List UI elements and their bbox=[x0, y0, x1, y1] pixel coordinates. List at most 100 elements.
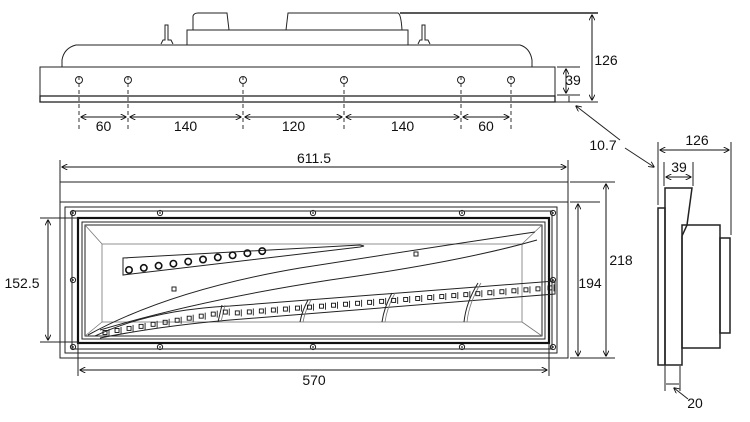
reflector-fin bbox=[217, 304, 223, 323]
screw bbox=[309, 343, 317, 351]
led-chip bbox=[162, 319, 168, 325]
side-thickness-label: 20 bbox=[687, 395, 703, 411]
led-chip bbox=[391, 297, 397, 303]
housing-outline bbox=[61, 44, 533, 67]
led-chip bbox=[343, 301, 348, 307]
screw bbox=[549, 209, 557, 217]
reflector-fins bbox=[217, 282, 482, 323]
led bbox=[199, 255, 208, 264]
spacing-label: 60 bbox=[96, 118, 112, 134]
led bbox=[213, 253, 222, 262]
led-chip bbox=[523, 287, 529, 293]
screw bbox=[69, 343, 77, 351]
mounting-holes bbox=[75, 76, 515, 132]
overall-height-label: 218 bbox=[609, 252, 633, 268]
led-chip bbox=[499, 289, 505, 295]
mount-frame bbox=[64, 206, 558, 354]
led-chip bbox=[451, 293, 457, 299]
screw bbox=[309, 209, 317, 217]
led-array bbox=[102, 247, 555, 336]
post-left bbox=[160, 24, 174, 45]
led-chip bbox=[547, 285, 553, 291]
led-chip bbox=[475, 291, 481, 297]
led-chip bbox=[463, 292, 469, 298]
side-view: 126 39 20 bbox=[657, 132, 732, 411]
hump-left bbox=[192, 12, 230, 31]
hole-spacing-dimensions: 60 140 120 140 60 bbox=[81, 117, 509, 134]
led-chip bbox=[138, 323, 144, 329]
led-chip bbox=[307, 304, 312, 310]
led bbox=[258, 247, 267, 256]
screw bbox=[458, 343, 466, 351]
inner-width-label: 570 bbox=[302, 372, 326, 388]
led-chip bbox=[355, 300, 361, 306]
led bbox=[139, 263, 148, 272]
flange-height-label: 39 bbox=[565, 72, 581, 88]
led bbox=[154, 261, 163, 270]
hump-right bbox=[285, 12, 403, 31]
overall-width-label: 611.5 bbox=[297, 150, 331, 166]
top-box bbox=[186, 29, 409, 46]
screw bbox=[549, 276, 557, 284]
outer-frame bbox=[59, 181, 569, 359]
frame-screws bbox=[69, 209, 557, 351]
base-strip bbox=[39, 95, 556, 103]
led-chip bbox=[210, 311, 216, 317]
led-chip bbox=[535, 286, 541, 292]
reflector-fin bbox=[299, 299, 309, 323]
led-chip bbox=[126, 325, 132, 331]
window-height-label: 152.5 bbox=[4, 275, 39, 291]
led-chip bbox=[427, 295, 433, 300]
led-chip bbox=[511, 288, 517, 294]
led-chip bbox=[319, 303, 324, 309]
side-flange-label: 39 bbox=[671, 159, 687, 175]
led-chip bbox=[222, 309, 228, 315]
led-chip bbox=[270, 307, 276, 313]
upper-led-strip bbox=[122, 244, 365, 276]
led-chip bbox=[282, 306, 288, 312]
screw bbox=[156, 343, 164, 351]
flange-plate bbox=[39, 66, 556, 97]
led bbox=[184, 257, 193, 266]
top-view: 126 39 10.7 60 140 120 140 60 bbox=[39, 12, 654, 167]
led-chip bbox=[487, 290, 493, 296]
spacing-label: 120 bbox=[282, 118, 306, 134]
led-chip bbox=[246, 309, 252, 315]
height-label: 126 bbox=[594, 52, 618, 68]
lower-led-strip bbox=[94, 280, 556, 339]
led bbox=[125, 265, 134, 274]
lens-window bbox=[76, 216, 551, 345]
spacing-label: 60 bbox=[478, 118, 494, 134]
frame-height-label: 194 bbox=[578, 275, 602, 291]
reflector-fin bbox=[463, 282, 479, 323]
led-chip bbox=[379, 298, 385, 304]
plate-thickness-label: 10.7 bbox=[589, 137, 616, 153]
led-chip bbox=[258, 308, 264, 314]
side-depth-label: 126 bbox=[685, 132, 709, 148]
led bbox=[228, 251, 237, 260]
screw bbox=[549, 343, 557, 351]
screw bbox=[458, 209, 466, 217]
led-chip bbox=[102, 330, 108, 335]
led-chip bbox=[234, 310, 240, 316]
reflector-fin bbox=[381, 292, 393, 323]
front-view: 611.5 570 152.5 194 218 bbox=[4, 150, 632, 388]
led-chip bbox=[403, 296, 409, 302]
led bbox=[243, 249, 252, 258]
spacing-label: 140 bbox=[391, 118, 415, 134]
led-chip bbox=[294, 305, 300, 311]
led-chip bbox=[415, 296, 421, 301]
screw bbox=[69, 276, 77, 284]
led-chip bbox=[331, 302, 336, 308]
led-chip bbox=[150, 321, 156, 327]
screw bbox=[69, 209, 77, 217]
led-chip bbox=[198, 313, 204, 319]
spacing-label: 140 bbox=[174, 118, 198, 134]
led-chip bbox=[174, 317, 180, 323]
led-chip bbox=[367, 299, 373, 305]
screw bbox=[156, 209, 164, 217]
led-chip bbox=[186, 315, 192, 321]
led bbox=[169, 259, 178, 268]
led-chip bbox=[439, 294, 445, 300]
